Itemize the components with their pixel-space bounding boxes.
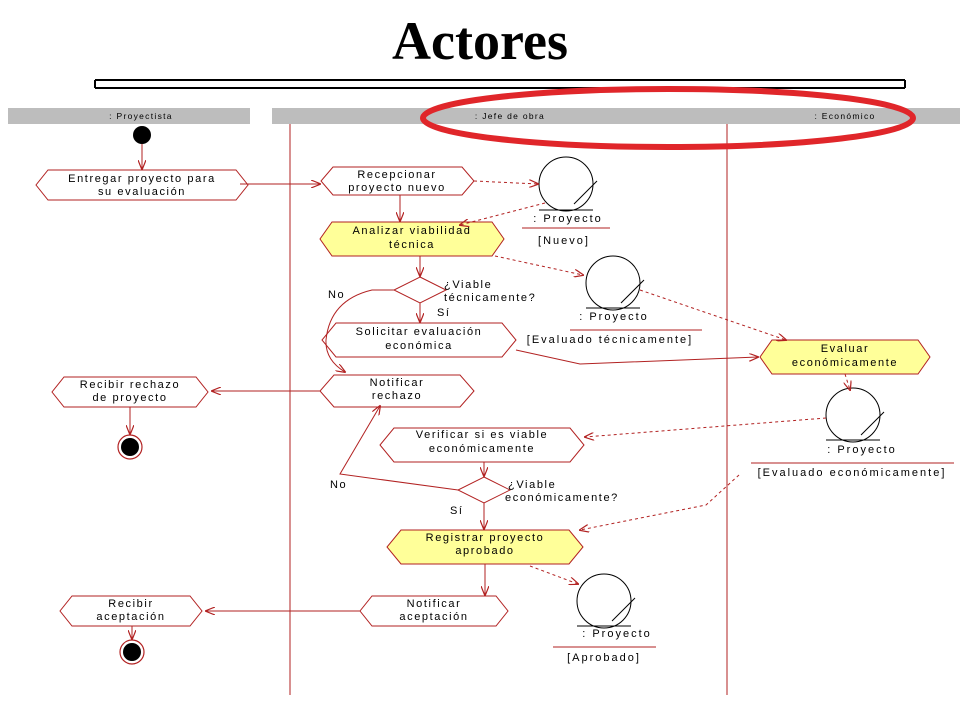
object-proyecto-aprobado-name: : Proyecto [582,628,652,640]
activity-notificar-aceptacion-line-1: Notificar [407,598,462,610]
flow-decision-economica-no [339,406,459,491]
objflow-economico-to-verificar [585,417,827,437]
activity-solicitar-line-1: Solicitar evaluación [356,326,483,338]
object-proyecto-nuevo[interactable] [522,156,610,229]
activity-solicitar[interactable] [321,322,517,358]
lane-header-jefe [272,108,960,124]
activity-evaluar-line-1: Evaluar [821,343,870,355]
object-proyecto-economico[interactable] [751,387,954,464]
objflow-evaluar-to-economico [845,373,850,390]
activity-recibir-aceptacion[interactable] [59,595,203,627]
object-proyecto-economico-name: : Proyecto [827,444,897,456]
activity-analizar[interactable] [319,221,505,257]
decision-economica-question-line-1: ¿Viable [508,479,556,491]
activity-verificar-line-1: Verificar si es viable [416,429,548,441]
objflow-tecnico-to-evaluar [639,289,786,340]
slide-title: Actores [392,11,568,71]
title-underline [94,79,906,89]
activity-recibir-rechazo-line-1: Recibir rechazo [80,379,180,391]
activity-entregar-line-2: su evaluación [98,186,186,198]
object-proyecto-tecnico[interactable] [570,255,702,331]
object-proyecto-economico-state: [Evaluado económicamente] [758,467,947,479]
activity-evaluar[interactable] [759,339,931,375]
activity-verificar[interactable] [379,427,585,463]
decision-economica-no-label: No [330,479,347,491]
objflow-economico-to-registrar [580,474,740,530]
objflow-recepcionar-to-nuevo [473,181,538,184]
object-proyecto-aprobado[interactable] [553,573,656,648]
lane-label-economico: : Económico [814,111,875,121]
object-flows [460,181,850,584]
flow-decision-tecnica-no [325,289,394,372]
lane-header-proyectista [8,108,250,124]
object-proyecto-tecnico-state: [Evaluado técnicamente] [527,334,693,346]
final-state-aceptacion [119,639,145,665]
final-state-rechazo [117,434,143,460]
activity-registrar-line-1: Registrar proyecto [426,532,545,544]
decision-tecnica-no-label: No [328,289,345,301]
activity-recibir-rechazo-line-2: de proyecto [92,392,167,404]
activity-notificar-aceptacion-line-2: aceptación [399,611,468,623]
annotation-ring [420,86,916,150]
activity-entregar[interactable] [35,169,249,201]
flow-solicitar-to-evaluar [515,349,758,365]
activity-recibir-rechazo[interactable] [51,376,209,408]
decision-tecnica-yes-label: Sí [437,307,451,319]
activity-analizar-line-2: técnica [389,239,435,251]
activity-evaluar-line-2: económicamente [792,357,898,369]
decision-economica-yes-label: Sí [450,505,464,517]
objflow-nuevo-to-analizar [460,202,546,225]
activity-registrar[interactable] [386,529,584,565]
decision-economica[interactable] [456,476,512,504]
decision-economica-question-line-2: económicamente? [505,492,619,504]
objflow-registrar-to-aprobado [529,565,578,584]
activity-analizar-line-1: Analizar viabilidad [352,225,471,237]
objflow-analizar-to-tecnico [494,255,583,275]
decision-tecnica[interactable] [392,276,448,304]
activity-recibir-aceptacion-line-1: Recibir [108,598,153,610]
activity-entregar-line-1: Entregar proyecto para [68,173,216,185]
control-flows [130,144,758,639]
activity-registrar-line-2: aprobado [455,545,514,557]
object-proyecto-nuevo-name: : Proyecto [533,213,603,225]
object-proyecto-tecnico-name: : Proyecto [579,311,649,323]
decision-tecnica-question-line-1: ¿Viable [444,279,492,291]
lane-label-jefe: : Jefe de obra [475,111,545,121]
activity-recepcionar[interactable] [320,166,475,196]
activity-notificar-rechazo-line-2: rechazo [372,390,422,402]
decision-tecnica-question-line-2: técnicamente? [444,292,536,304]
lane-label-proyectista: : Proyectista [109,111,173,121]
activity-recepcionar-line-2: proyecto nuevo [348,182,446,194]
activity-notificar-rechazo-line-1: Notificar [370,377,425,389]
object-proyecto-nuevo-state: [Nuevo] [538,235,590,247]
object-proyecto-aprobado-state: [Aprobado] [567,652,641,664]
activity-recepcionar-line-1: Recepcionar [357,169,436,181]
activity-solicitar-line-2: económica [385,340,453,352]
activity-recibir-aceptacion-line-2: aceptación [96,611,165,623]
activity-verificar-line-2: económicamente [429,443,535,455]
initial-state [133,126,151,144]
